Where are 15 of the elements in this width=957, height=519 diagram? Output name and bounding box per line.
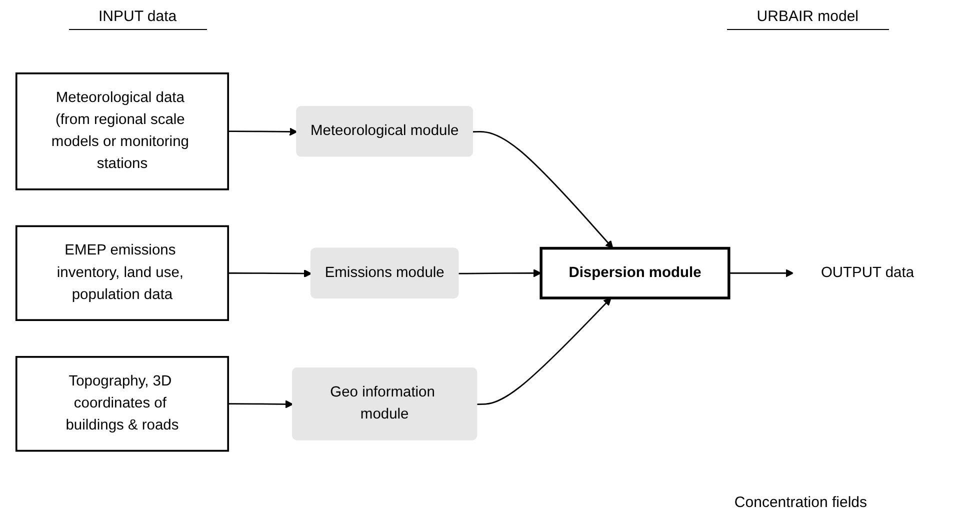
arrow (728, 269, 794, 278)
node-box: Meteorological data (from regional scale models or monitoring stations (14, 72, 229, 190)
node-box: Dispersion module (539, 246, 730, 300)
node-box: Topography, 3D coordinates of buildings & roads (14, 356, 229, 452)
arrow (476, 298, 611, 405)
arrow (228, 400, 293, 408)
arrow (228, 269, 312, 278)
arrow (472, 130, 613, 249)
section-heading: URBAIR model (726, 6, 888, 30)
section-heading: INPUT data (68, 6, 207, 30)
node-text: OUTPUT data (820, 264, 914, 280)
arrow (228, 128, 298, 136)
node-box: EMEP emissions inventory, land use, population data (14, 225, 229, 321)
output-note: Concentration fields (734, 494, 867, 511)
arrow (458, 269, 541, 278)
